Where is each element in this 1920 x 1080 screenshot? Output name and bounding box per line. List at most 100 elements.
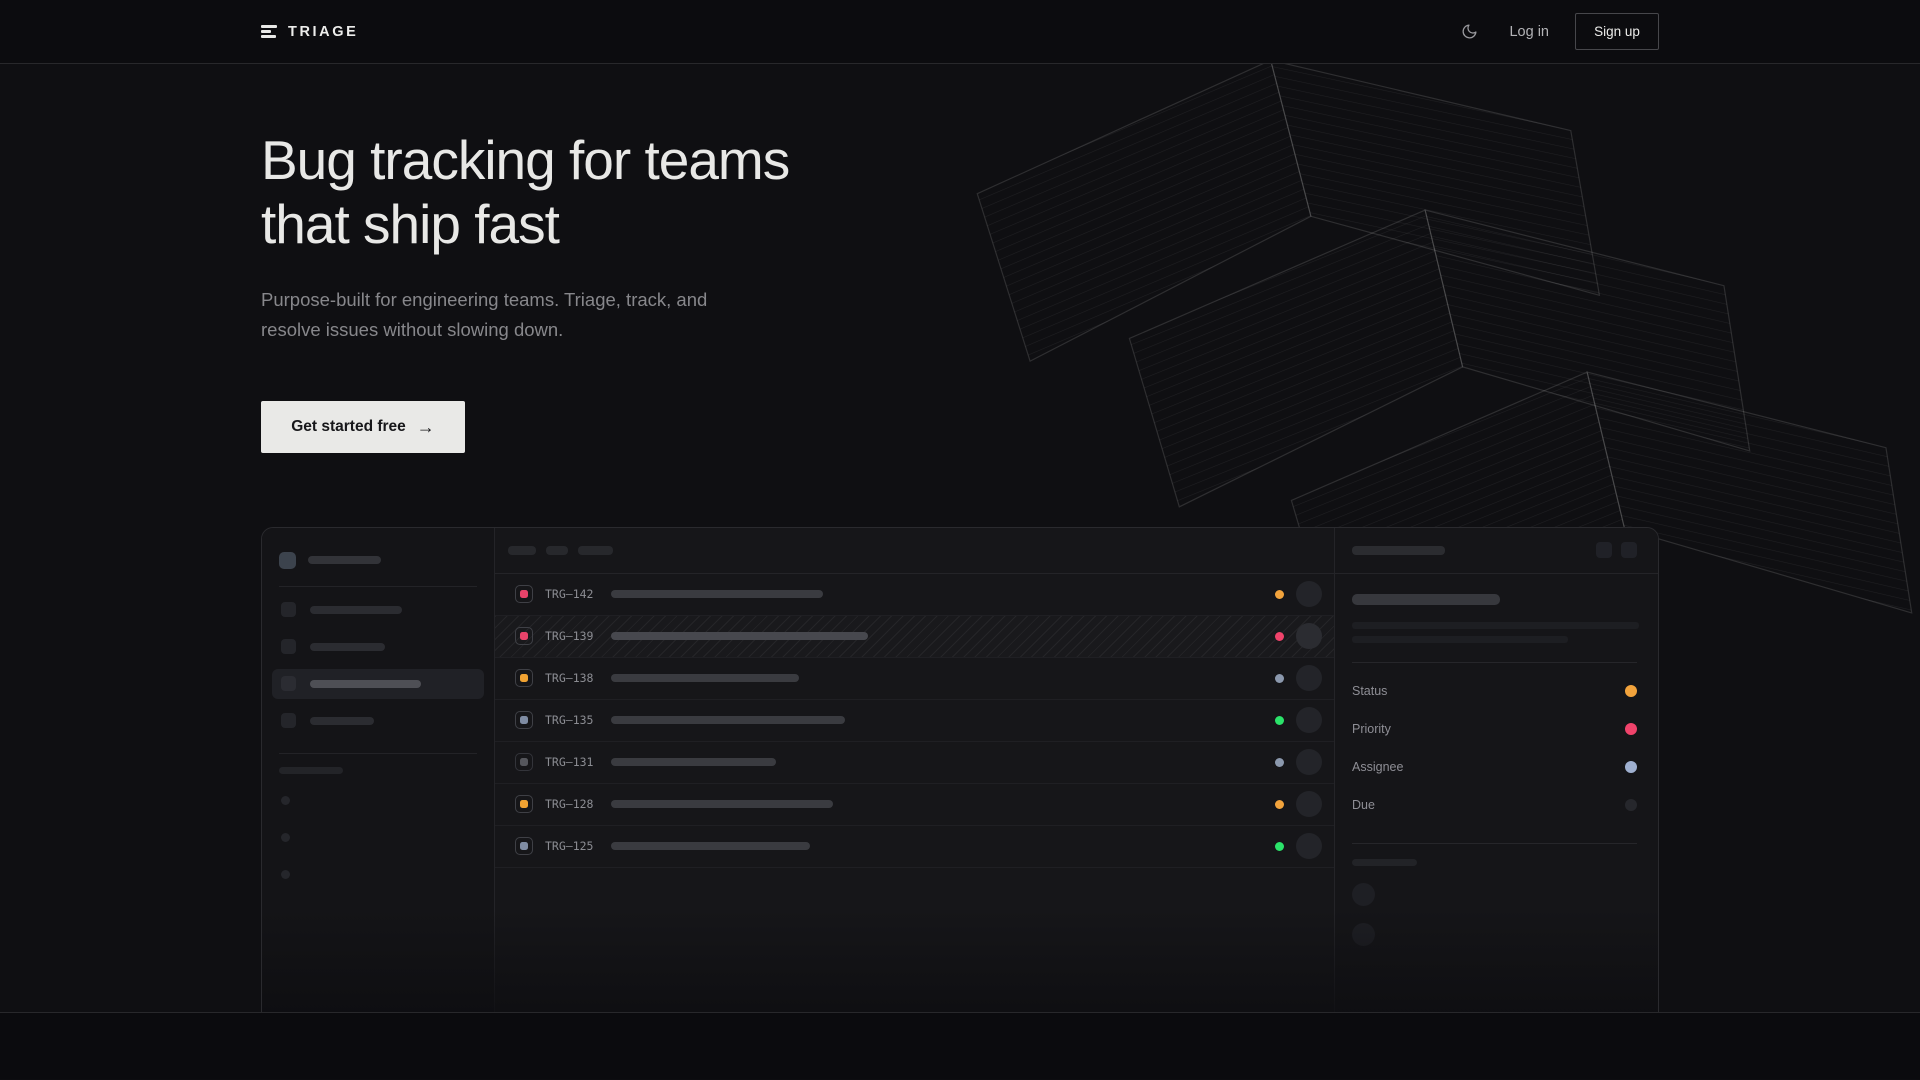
divider [1352,842,1637,844]
issue-row: TRG–128 [495,784,1334,826]
assignee-avatar [1296,791,1322,818]
issue-type-icon [515,837,533,856]
filter-pill-skeleton [508,545,536,555]
issue-row: TRG–139 [495,615,1334,658]
signup-button[interactable]: Sign up [1575,13,1659,50]
moon-icon [1462,24,1477,39]
assignee-avatar [1296,749,1322,776]
assignee-avatar [1296,707,1322,734]
sidebar-item-label-skeleton [310,679,421,688]
issue-title-skeleton [611,758,776,767]
hero-subtitle: Purpose-built for engineering teams. Tri… [261,288,708,340]
panel-action-icon [1621,542,1637,559]
assignee-avatar [1296,623,1322,650]
issue-id: TRG–135 [545,713,594,728]
issue-type-icon [515,627,533,646]
mockup-sidebar [262,527,495,1012]
detail-title-skeleton [1352,593,1500,605]
issue-row: TRG–131 [495,742,1334,784]
issue-title-skeleton [611,632,868,641]
divider [279,752,477,754]
login-link[interactable]: Log in [1509,23,1549,40]
sidebar-item-label-skeleton [310,642,385,651]
field-value-dot [1625,798,1637,811]
workspace-avatar [279,551,296,569]
filter-pill-skeleton [546,545,568,555]
arrow-right-icon: → [416,416,435,437]
status-dot [1275,589,1284,599]
sidebar-item-icon-skeleton [281,639,296,655]
issue-id: TRG–139 [545,629,594,644]
issue-title-skeleton [611,716,845,725]
issue-type-icon [515,585,533,604]
issue-title-skeleton [611,842,810,851]
issue-type-icon [515,669,533,688]
panel-action-icon [1596,542,1612,559]
status-dot [1275,841,1284,851]
issue-id: TRG–128 [545,797,594,812]
get-started-button[interactable]: Get started free → [261,400,465,453]
status-dot [1275,631,1284,641]
hero-section: Bug tracking for teams that ship fast Pu… [0,64,1920,1013]
workspace-name-skeleton [308,556,381,565]
field-value-dot [1625,760,1637,773]
issue-id: TRG–125 [545,839,594,854]
field-label: Due [1352,797,1375,812]
assignee-avatar [1296,581,1322,608]
filter-pill-skeleton [578,545,613,555]
issue-row: TRG–142 [495,574,1334,616]
detail-section-skeleton [1352,858,1417,866]
field-value-dot [1625,684,1637,697]
detail-field-due: Due [1352,786,1637,824]
assignee-avatar [1296,833,1322,860]
issue-row: TRG–125 [495,826,1334,868]
issue-list-header-skeleton [495,528,1334,574]
detail-field-priority: Priority [1352,710,1637,748]
sidebar-item-icon-skeleton [281,713,296,729]
sidebar-item-skeleton [272,632,484,662]
field-value-dot [1625,722,1637,735]
next-section-strip [0,1013,1920,1079]
hero-title-line2: that ship fast [261,193,560,256]
comment-avatars-skeleton [1352,882,1637,946]
issue-id: TRG–131 [545,755,594,770]
issue-title-skeleton [611,800,833,809]
sidebar-item-label-skeleton [310,605,402,614]
sidebar-item-skeleton [272,595,484,625]
sidebar-item-skeleton [272,668,484,699]
status-dot [1275,673,1284,683]
issue-id: TRG–138 [545,671,594,686]
sidebar-item-label-skeleton [310,716,374,725]
sidebar-nav-skeleton [272,595,484,736]
issue-title-skeleton [611,590,823,599]
detail-header-skeleton [1352,545,1445,555]
detail-field-assignee: Assignee [1352,748,1637,786]
detail-description-skeleton [1352,635,1568,643]
sidebar-item-icon-skeleton [281,676,296,692]
sidebar-item-icon-skeleton [281,602,296,618]
issue-row: TRG–135 [495,700,1334,742]
triage-logo-icon [261,25,277,38]
assignee-avatar [1296,665,1322,692]
hero-title-line1: Bug tracking for teams [261,129,790,191]
brand-logo[interactable]: TRIAGE [261,24,358,40]
issue-type-icon [515,753,533,772]
status-dot [1275,757,1284,767]
field-label: Assignee [1352,759,1404,774]
issue-title-skeleton [611,674,799,683]
field-label: Priority [1352,721,1391,736]
sidebar-item-skeleton [272,706,484,736]
detail-header [1335,528,1658,574]
theme-toggle-button[interactable] [1455,18,1483,46]
hero-title: Bug tracking for teams that ship fast [261,64,1659,257]
issue-row: TRG–138 [495,658,1334,700]
issue-type-icon [515,711,533,730]
workspace-switcher-skeleton [279,551,477,569]
detail-header-buttons [1596,542,1637,559]
issue-type-icon [515,795,533,814]
sidebar-dot-list [281,795,494,879]
status-dot [1275,715,1284,725]
issue-id: TRG–142 [545,587,594,602]
